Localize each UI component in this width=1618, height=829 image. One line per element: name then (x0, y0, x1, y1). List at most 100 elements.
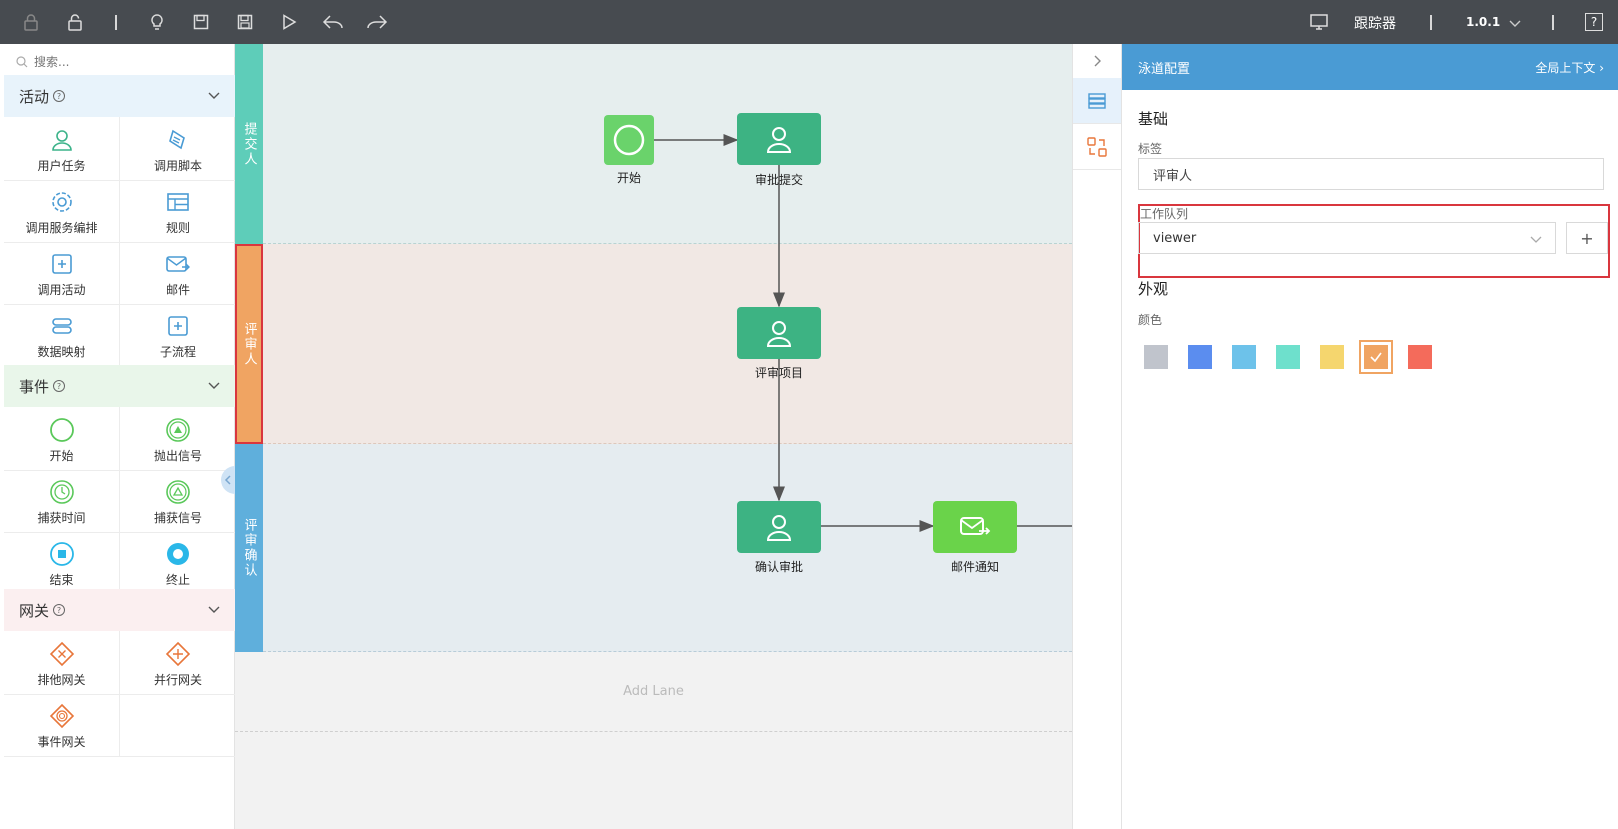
save-as-icon[interactable] (232, 10, 258, 34)
add-queue-button[interactable]: + (1566, 222, 1608, 254)
play-icon[interactable] (276, 10, 302, 34)
palette-empty-cell (120, 693, 236, 757)
color-swatch[interactable] (1320, 345, 1344, 369)
palette-item-data-mapping[interactable]: 数据映射 (4, 303, 120, 367)
throw-signal-icon (165, 417, 191, 443)
tab-properties[interactable] (1073, 78, 1121, 124)
start-event[interactable] (604, 115, 654, 165)
user-icon (49, 127, 75, 153)
lock-icon[interactable] (18, 10, 44, 34)
section-events[interactable]: 事件 ? (4, 365, 235, 407)
label-caption: 标签 (1138, 142, 1163, 156)
palette-item-exclusive-gateway[interactable]: 排他网关 (4, 631, 120, 695)
section-title: 网关 (19, 601, 50, 620)
palette-item-catch-timer[interactable]: 捕获时间 (4, 469, 120, 533)
lane-body[interactable] (263, 244, 1072, 444)
lightbulb-icon[interactable] (144, 10, 170, 34)
palette-item-subprocess[interactable]: 子流程 (120, 303, 236, 367)
palette-item-mail[interactable]: 邮件 (120, 241, 236, 305)
panel-tab-strip (1072, 44, 1122, 829)
tracker-label[interactable]: 跟踪器 (1354, 16, 1396, 32)
work-queue-select[interactable]: viewer (1138, 222, 1556, 254)
save-icon[interactable] (188, 10, 214, 34)
lane-submitter[interactable]: 提交人 (235, 44, 1072, 244)
help-button[interactable]: ? (1581, 10, 1607, 34)
palette-collapse-handle[interactable] (221, 466, 235, 494)
mail-task[interactable] (933, 501, 1017, 553)
palette-item-script[interactable]: 调用脚本 (120, 117, 236, 181)
exchange-icon (1087, 136, 1107, 157)
process-canvas[interactable]: 提交人 评审人 评审确认 Add Lane 开始 (235, 44, 1072, 829)
color-caption: 颜色 (1138, 313, 1163, 327)
node-label: 审批提交 (754, 173, 803, 187)
palette-item-call-activity[interactable]: 调用活动 (4, 241, 120, 305)
tab-variables[interactable] (1073, 124, 1121, 170)
color-swatch[interactable] (1408, 345, 1432, 369)
search-icon (16, 55, 28, 67)
label-input[interactable]: 评审人 (1138, 158, 1604, 190)
plus-box-icon (49, 251, 75, 277)
palette-item-end[interactable]: 结束 (4, 531, 120, 595)
toolbar-separator (1552, 15, 1554, 30)
basic-section-title: 基础 (1138, 110, 1169, 128)
chevron-down-icon (1530, 236, 1542, 243)
lane-header[interactable]: 提交人 (235, 44, 263, 244)
check-icon (1370, 352, 1382, 363)
mail-icon (165, 251, 191, 277)
exclusive-gateway-icon (49, 641, 75, 667)
color-swatch[interactable] (1276, 345, 1300, 369)
color-swatch[interactable] (1359, 340, 1393, 374)
monitor-icon[interactable] (1306, 10, 1332, 34)
undo-icon[interactable] (320, 10, 346, 34)
section-gateways[interactable]: 网关 ? (4, 589, 235, 631)
color-swatch[interactable] (1144, 345, 1168, 369)
color-swatch[interactable] (1232, 345, 1256, 369)
palette-item-rule[interactable]: 规则 (120, 179, 236, 243)
work-queue-highlight (1138, 204, 1610, 278)
timer-icon (49, 479, 75, 505)
palette-item-parallel-gateway[interactable]: 并行网关 (120, 631, 236, 695)
lane-body[interactable] (263, 44, 1072, 244)
terminate-icon (165, 541, 191, 567)
palette-item-throw-signal[interactable]: 抛出信号 (120, 407, 236, 471)
palette-search[interactable] (4, 46, 232, 78)
color-swatch[interactable] (1188, 345, 1212, 369)
user-task-submit[interactable] (737, 113, 821, 165)
palette-item-event-gateway[interactable]: 事件网关 (4, 693, 120, 757)
lane-header[interactable]: 评审确认 (235, 444, 263, 652)
help-icon[interactable]: ? (53, 90, 66, 102)
event-gateway-icon (49, 703, 75, 729)
element-palette: 活动 ? 用户任务 调用脚本 调用服务编排 规则 调用活动 邮件 (0, 44, 236, 829)
script-icon (165, 127, 191, 153)
global-context-link[interactable]: 全局上下文 › (1535, 61, 1604, 75)
add-lane-button[interactable]: Add Lane (235, 652, 1072, 732)
user-task-confirm[interactable] (737, 501, 821, 553)
toolbar-separator (115, 15, 117, 30)
palette-item-start[interactable]: 开始 (4, 407, 120, 471)
database-icon (49, 313, 75, 339)
search-input[interactable] (34, 54, 224, 69)
lane-reviewer[interactable]: 评审人 (235, 244, 1072, 444)
lane-header-selected[interactable]: 评审人 (235, 244, 263, 444)
appearance-section-title: 外观 (1138, 280, 1169, 298)
node-label: 开始 (616, 171, 641, 185)
mail-icon (960, 517, 991, 535)
help-icon[interactable]: ? (53, 380, 66, 392)
node-label: 评审项目 (754, 366, 803, 380)
user-task-review[interactable] (737, 307, 821, 359)
section-title: 事件 (19, 377, 50, 396)
version-selector[interactable]: 1.0.1 (1466, 15, 1501, 29)
palette-item-service[interactable]: 调用服务编排 (4, 179, 120, 243)
chevron-down-icon[interactable] (1502, 11, 1528, 35)
redo-icon[interactable] (364, 10, 390, 34)
section-activities[interactable]: 活动 ? (4, 75, 235, 117)
palette-item-terminate[interactable]: 终止 (120, 531, 236, 595)
collapse-panel-button[interactable] (1073, 44, 1121, 78)
table-icon (165, 189, 191, 215)
start-event-icon (613, 124, 645, 156)
help-icon[interactable]: ? (53, 604, 66, 616)
palette-item-user-task[interactable]: 用户任务 (4, 117, 120, 181)
chevron-down-icon (208, 92, 220, 99)
unlock-icon[interactable] (62, 10, 88, 34)
palette-item-catch-signal[interactable]: 捕获信号 (120, 469, 236, 533)
